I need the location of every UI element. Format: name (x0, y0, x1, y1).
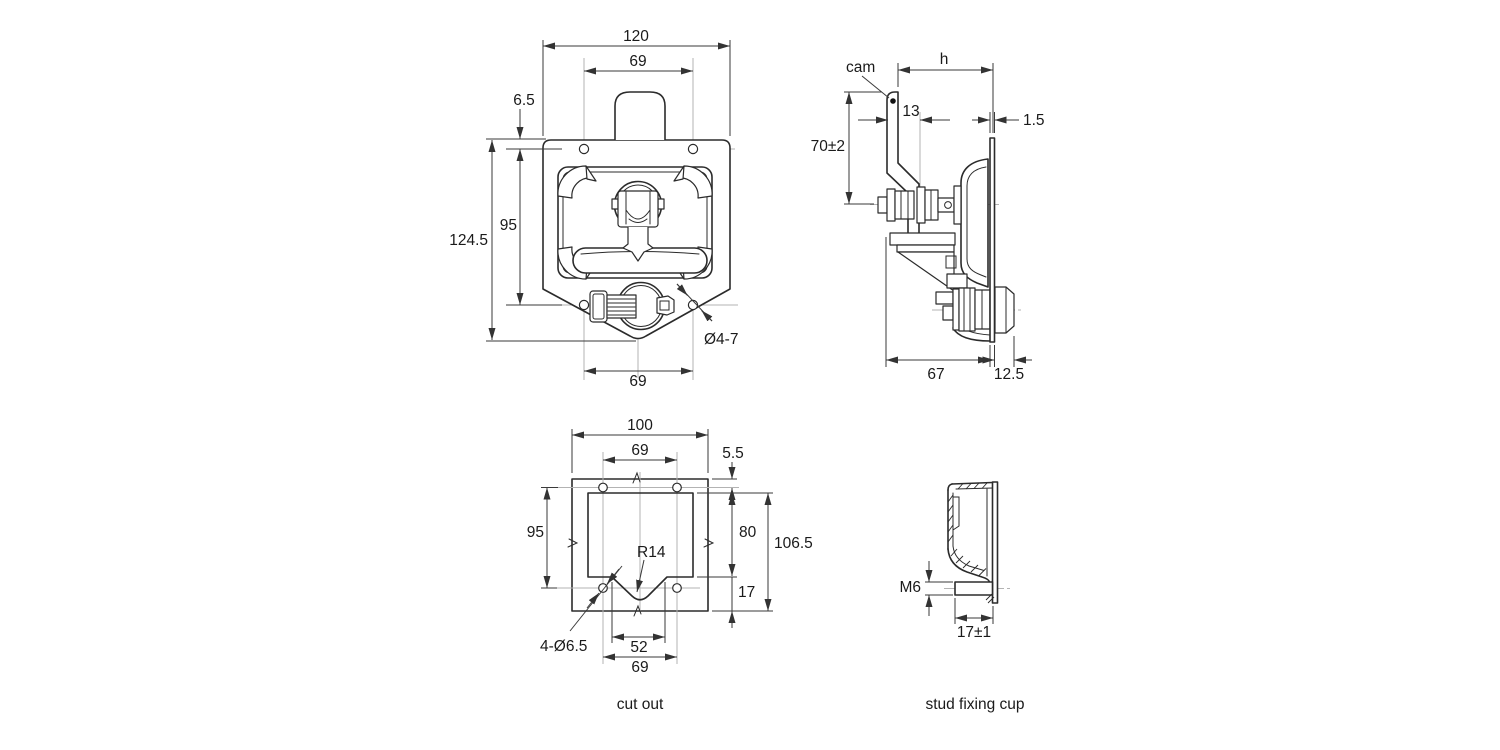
dim-cutout-width: 100 (571, 417, 709, 473)
dim-cutout-hole-spacing-top: 69 (603, 442, 677, 464)
dim-handle-clearance: h (897, 51, 994, 133)
cup-panel-face (991, 481, 999, 604)
dim-label: h (940, 51, 949, 68)
dim-label: 120 (623, 28, 649, 45)
stud-cup-dimensions: M6 17±1 (899, 561, 994, 641)
dim-label: 4-Ø6.5 (540, 638, 587, 655)
dim-label: Ø4-7 (704, 331, 738, 348)
dim-cutout-overall-height: 106.5 (712, 493, 813, 612)
front-view: 120 69 6.5 95 124.5 (449, 28, 738, 390)
dim-edge-to-hole: 6.5 (486, 92, 562, 150)
dim-label: 69 (631, 659, 648, 676)
dim-tab-height: 17 (728, 577, 755, 628)
dim-cam-height: 70±2 (811, 91, 882, 205)
section-hatching (947, 482, 995, 604)
cutout-caption: cut out (617, 696, 664, 713)
cutout-view: 100 69 5.5 95 80 (527, 417, 813, 713)
dim-window-height: 80 (697, 492, 773, 578)
dim-label: 1.5 (1023, 112, 1045, 129)
dim-label: 69 (631, 442, 648, 459)
dim-hole-spacing-top: 69 (584, 53, 693, 75)
dim-cutout-hole-spacing-vertical: 95 (527, 487, 558, 589)
dim-label: 13 (902, 103, 919, 120)
callout-cam: cam (846, 59, 890, 99)
dim-label: 124.5 (449, 232, 488, 249)
callout-holes: 4-Ø6.5 (540, 565, 623, 655)
dim-cutout-hole-spacing-bottom: 69 (603, 653, 677, 676)
dim-cam-offset: 13 (858, 103, 950, 124)
side-view: cam h 13 1.5 (811, 51, 1045, 383)
dim-stud-length: 17±1 (954, 598, 994, 641)
rear-stud-nut (994, 286, 1015, 334)
mounting-panel (989, 137, 996, 343)
stud-cup-body (947, 481, 999, 604)
dim-label: 52 (630, 639, 647, 656)
handle-stub (614, 91, 666, 140)
callout-notch-radius: R14 (636, 544, 666, 593)
dim-notch-width: 52 (611, 582, 666, 656)
dim-label: 67 (927, 366, 944, 383)
front-view-dimensions: 120 69 6.5 95 124.5 (449, 28, 738, 390)
dim-rear-protrusion: 12.5 (976, 336, 1032, 383)
dim-hole-spacing-vertical: 95 (500, 149, 562, 306)
dim-label: 69 (629, 53, 646, 70)
dim-label: 6.5 (513, 92, 535, 109)
side-view-dimensions: cam h 13 1.5 (811, 51, 1045, 383)
dim-label: 17±1 (957, 624, 991, 641)
break-marks (567, 471, 715, 617)
lock-cylinder-side (935, 273, 991, 332)
stud-cup-caption: stud fixing cup (925, 696, 1024, 713)
callout-hole-diameter: Ø4-7 (676, 283, 738, 348)
cutout-window (587, 492, 694, 601)
dim-label: R14 (637, 544, 666, 561)
dim-label: 95 (500, 217, 517, 234)
cam-label: cam (846, 59, 875, 76)
dim-label: 80 (739, 524, 757, 541)
dim-overall-height: 124.5 (449, 140, 636, 342)
dim-label: 12.5 (994, 366, 1024, 383)
dim-label: M6 (899, 579, 921, 596)
dim-label: 106.5 (774, 535, 813, 552)
dim-label: 70±2 (811, 138, 845, 155)
dim-stud-thread: M6 (899, 561, 953, 616)
dim-panel-thickness: 1.5 (972, 112, 1045, 133)
front-view-body (542, 91, 731, 340)
cam-pivot-dot (890, 98, 896, 104)
dim-cutout-edge-to-hole: 5.5 (712, 445, 744, 506)
side-view-body (877, 91, 1015, 343)
dim-label: 5.5 (722, 445, 744, 462)
stud-cup-view: M6 17±1 stud fixing cup (899, 481, 1025, 713)
cup-profile (960, 158, 989, 288)
lock-cylinder (589, 281, 675, 331)
dim-label: 69 (629, 373, 646, 390)
cutout-holes (598, 482, 682, 593)
dim-body-depth: 67 (885, 237, 991, 383)
fixing-stud (954, 581, 994, 596)
dim-overall-width: 120 (542, 28, 731, 136)
dim-hole-spacing-bottom: 69 (584, 367, 693, 390)
t-handle-boss (611, 180, 665, 230)
dim-label: 17 (738, 584, 755, 601)
mounting-bracket (889, 232, 957, 292)
dim-label: 100 (627, 417, 653, 434)
spindle-nut-stack (877, 185, 962, 225)
dim-label: 95 (527, 524, 544, 541)
t-handle-shaft (622, 227, 654, 262)
cutout-dimensions: 100 69 5.5 95 80 (527, 417, 813, 676)
